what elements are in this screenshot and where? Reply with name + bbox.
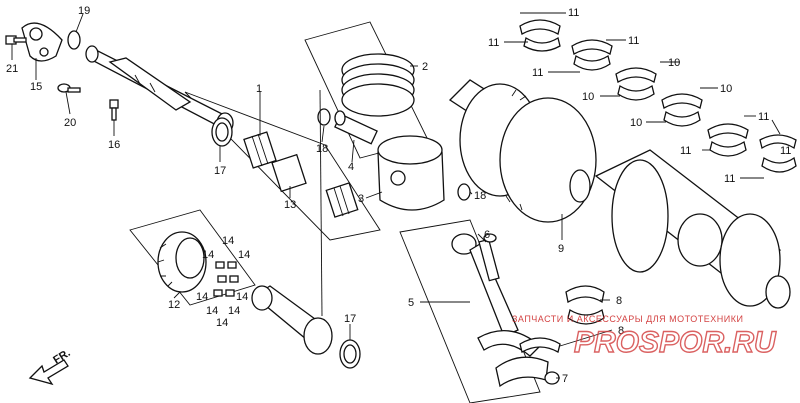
callout-19: 19 — [78, 5, 90, 17]
callout-17-upper: 17 — [214, 165, 226, 177]
callout-20: 20 — [64, 117, 76, 129]
rod-bolt — [478, 233, 500, 282]
callout-10d: 10 — [720, 83, 732, 95]
watermark: ЗАПЧАСТИ И АКСЕССУАРЫ ДЛЯ МОТОТЕХНИКИ PR… — [512, 314, 778, 360]
callout-11b: 11 — [488, 37, 499, 49]
callout-11h: 11 — [780, 145, 791, 157]
callout-10a: 10 — [582, 91, 594, 103]
callout-13: 13 — [284, 199, 296, 211]
callout-8a: 8 — [616, 295, 622, 307]
callout-11c: 11 — [532, 67, 543, 79]
callout-21: 21 — [6, 63, 18, 75]
callout-7: 7 — [562, 373, 568, 385]
front-direction-label: FR. — [51, 347, 72, 367]
callout-9: 9 — [558, 243, 564, 255]
clip-18-upper — [317, 108, 331, 126]
callout-10c: 10 — [630, 117, 642, 129]
callout-6: 6 — [484, 229, 490, 241]
needle-bearing-upper — [243, 131, 277, 169]
piston — [377, 135, 445, 211]
connecting-rod-group-box — [399, 219, 541, 403]
front-direction-indicator: FR. — [28, 347, 73, 386]
callout-12: 12 — [168, 299, 180, 311]
callout-2: 2 — [422, 61, 428, 73]
callout-5: 5 — [408, 297, 414, 309]
callout-14d: 14 — [196, 291, 208, 303]
balancer-shaft — [85, 45, 234, 134]
callout-14g: 14 — [228, 305, 240, 317]
callout-1: 1 — [256, 83, 262, 95]
watermark-logo: PROSPOR.RU — [574, 326, 777, 359]
bolt-16 — [109, 99, 119, 121]
callout-3: 3 — [358, 193, 364, 205]
shaft-lever — [21, 22, 63, 62]
callout-17-lower: 17 — [344, 313, 356, 325]
rod-bearing-shells — [519, 285, 605, 353]
callout-14f: 14 — [206, 305, 218, 317]
bolt-21 — [5, 35, 27, 45]
callout-14b: 14 — [202, 249, 214, 261]
front-arrow-icon — [28, 359, 69, 386]
output-shaft — [251, 285, 333, 355]
callout-18-lower: 18 — [474, 190, 486, 202]
clip-18-lower — [457, 183, 471, 201]
callout-11d: 11 — [628, 35, 639, 47]
callout-14e: 14 — [236, 291, 248, 303]
callout-11a: 11 — [568, 7, 579, 19]
callout-14c: 14 — [238, 249, 250, 261]
callout-16: 16 — [108, 139, 120, 151]
bearing-shells — [519, 19, 797, 173]
drive-gear — [157, 231, 207, 293]
callout-14h: 14 — [216, 317, 228, 329]
needle-rollers — [213, 261, 239, 297]
watermark-caption: ЗАПЧАСТИ И АКСЕССУАРЫ ДЛЯ МОТОТЕХНИКИ — [512, 314, 743, 324]
piston-rings — [341, 53, 415, 117]
callout-18-upper: 18 — [316, 143, 328, 155]
piston-pin — [334, 110, 378, 145]
callout-11f: 11 — [758, 111, 769, 123]
callout-15: 15 — [30, 81, 42, 93]
connecting-rod — [451, 233, 541, 357]
o-ring-19 — [67, 30, 81, 50]
crankshaft — [448, 79, 791, 309]
needle-bearing-lower — [325, 182, 359, 218]
bolt-20 — [57, 83, 81, 93]
sleeve-13 — [271, 153, 307, 193]
callout-14a: 14 — [222, 235, 234, 247]
callout-labels: 19 21 15 20 16 1 2 18 4 3 18 17 13 12 14… — [6, 5, 791, 385]
leader-lines — [11, 12, 781, 379]
callout-10b: 10 — [668, 57, 680, 69]
callout-11e: 11 — [680, 145, 691, 157]
callout-11g: 11 — [724, 173, 735, 185]
rod-cap — [495, 356, 549, 388]
callout-8b: 8 — [618, 325, 624, 337]
callout-4: 4 — [348, 161, 354, 173]
